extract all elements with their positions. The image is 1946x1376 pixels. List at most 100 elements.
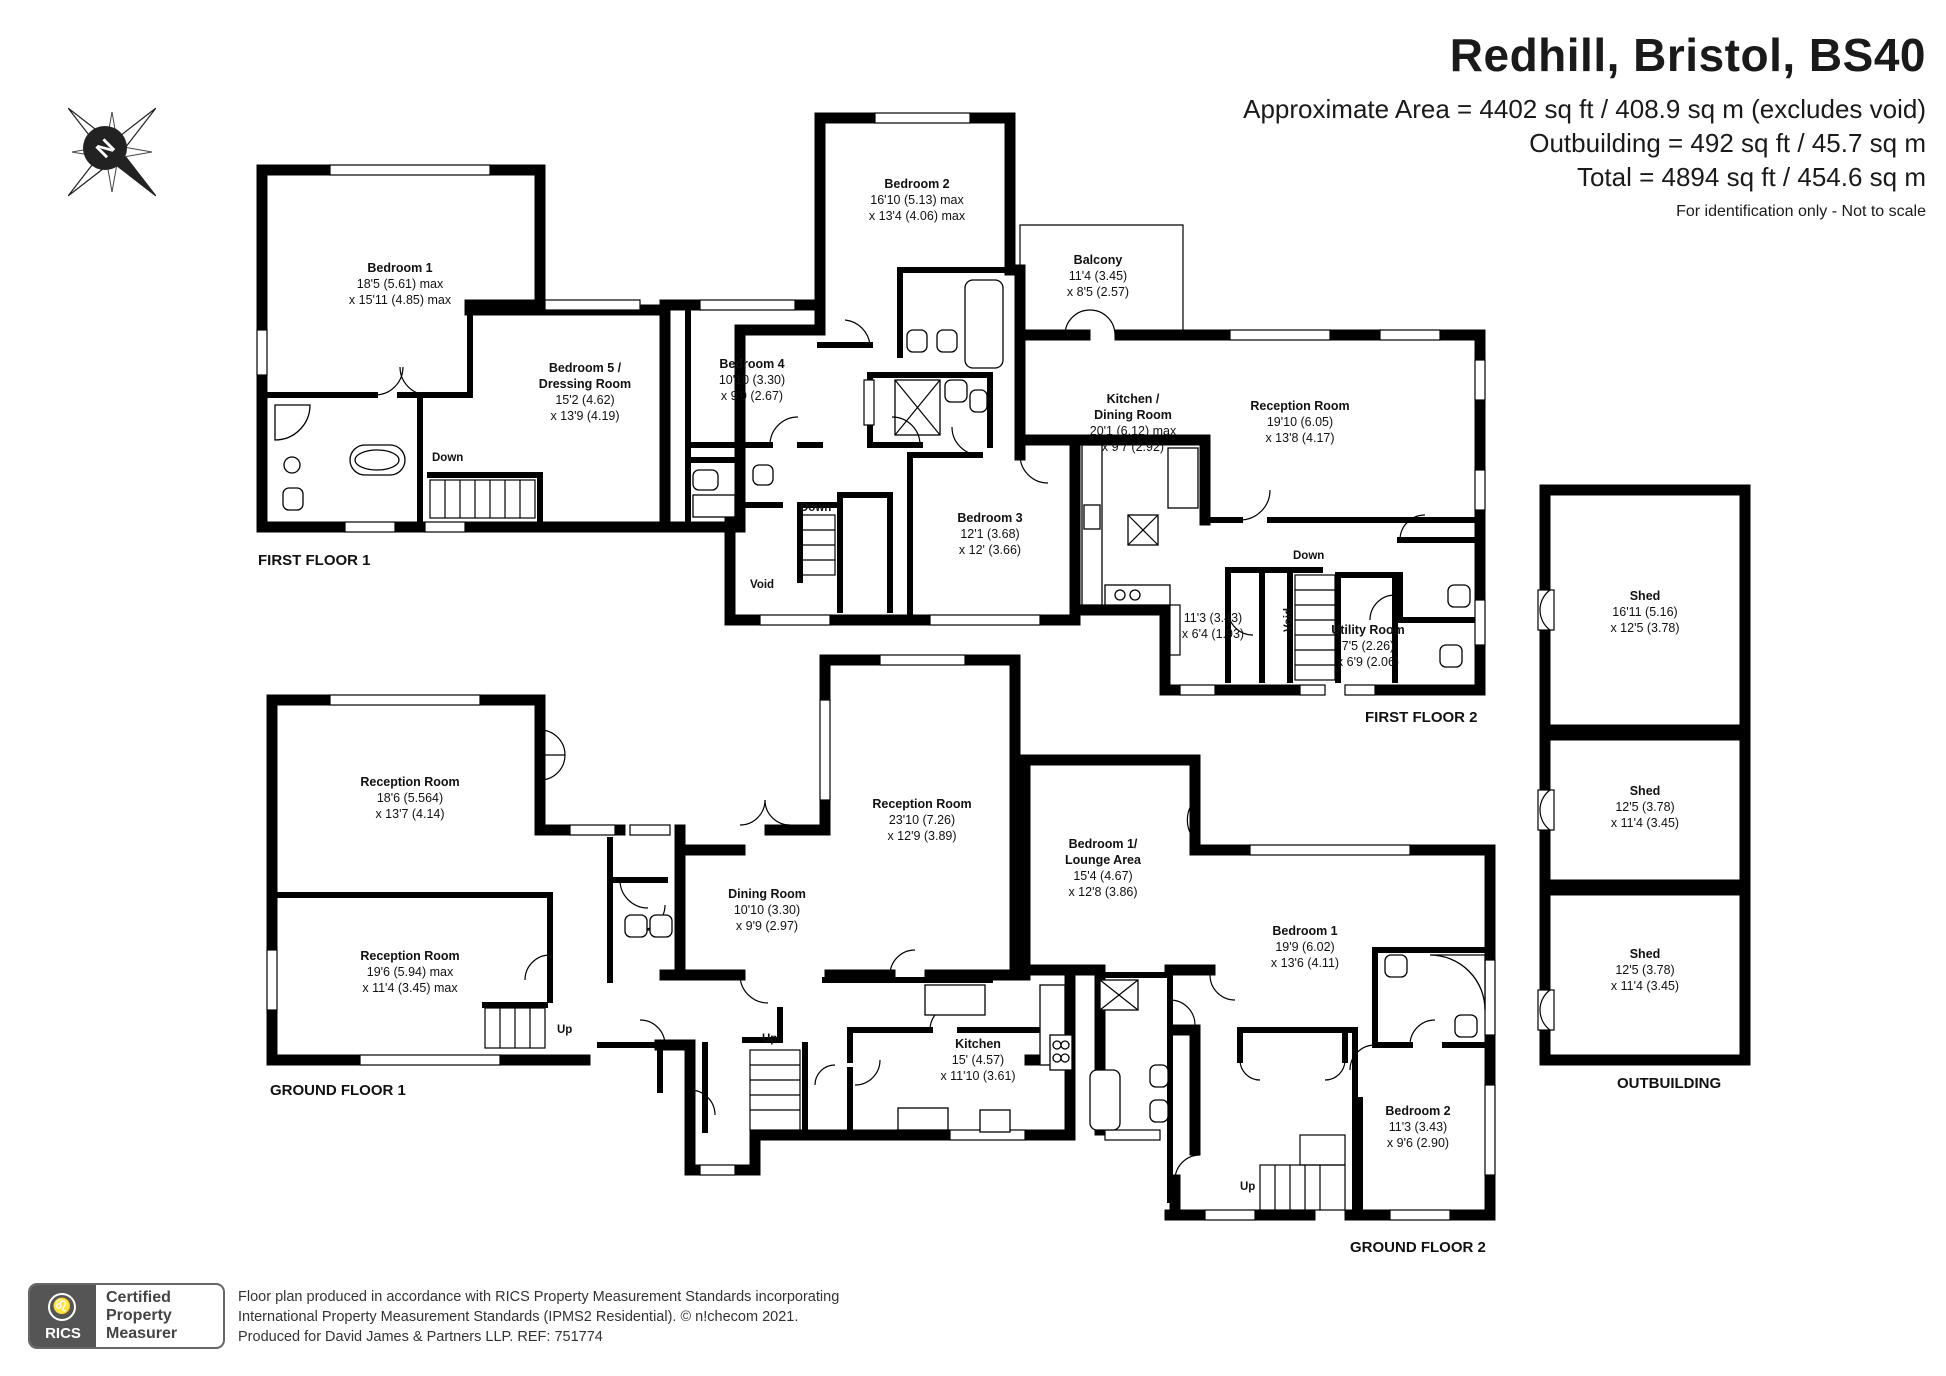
dim-gf1-kitchen-b: x 11'10 (3.61) [940,1069,1015,1083]
dim-gf2-bedroom2-b: x 9'6 (2.90) [1387,1136,1449,1150]
ground-floor-1-walls [266,654,1076,1176]
label-ff2-reception: Reception Room [1250,399,1349,413]
dim-ff1-bedroom1-b: x 15'11 (4.85) max [349,293,452,307]
dim-shed2-a: 12'5 (3.78) [1615,800,1674,814]
dim-shed2-b: x 11'4 (3.45) [1611,816,1679,830]
label-gf2-lounge-b: Lounge Area [1065,853,1142,867]
label-shed3: Shed [1630,947,1661,961]
dim-gf2-lounge-b: x 12'8 (3.86) [1068,885,1137,899]
label-ff1-bedroom2: Bedroom 2 [884,177,949,191]
dim-ff2-reception-b: x 13'8 (4.17) [1265,431,1334,445]
lion-icon: ♌ [48,1293,76,1321]
rics-badge: ♌ RICS [30,1285,96,1347]
ground-floor-2-windows [1104,844,1496,1221]
identification-note: For identification only - Not to scale [1676,203,1926,220]
label-gf1-reception1: Reception Room [360,775,459,789]
property-title: Redhill, Bristol, BS40 [1449,29,1926,81]
up-label-gf1-hall: Up [762,1033,777,1045]
label-ff1-bedroom1: Bedroom 1 [367,261,432,275]
dim-ff1-bedroom5-a: 15'2 (4.62) [555,393,614,407]
floor-label-outbuilding: OUTBUILDING [1617,1075,1721,1092]
label-gf1-reception3: Reception Room [872,797,971,811]
dim-ff1-bedroom2-b: x 13'4 (4.06) max [869,209,966,223]
up-label-gf2: Up [1240,1181,1255,1193]
ground-floor-1-windows [266,654,1026,1176]
dim-gf2-bedroom1-b: x 13'6 (4.11) [1271,956,1339,970]
dim-ff2-small-b: x 6'4 (1.93) [1182,627,1244,641]
dim-shed3-a: 12'5 (3.78) [1615,963,1674,977]
disclaimer: Floor plan produced in accordance with R… [238,1287,839,1347]
void-label-ff2: Void [1283,608,1295,632]
floor-label-first-2: FIRST FLOOR 2 [1365,709,1478,726]
certified-text: Certified Property Measurer [106,1289,177,1343]
label-gf2-lounge-a: Bedroom 1/ [1069,837,1138,851]
dim-gf1-dining-a: 10'10 (3.30) [734,903,800,917]
dim-ff1-bedroom3-a: 12'1 (3.68) [960,527,1019,541]
label-gf2-bedroom2: Bedroom 2 [1385,1104,1450,1118]
dim-gf1-reception2-a: 19'6 (5.94) max [367,965,454,979]
dim-shed1-b: x 12'5 (3.78) [1610,621,1679,635]
small-labels: Down Down Void Down Void Up Up Up [432,452,1324,1193]
dim-ff1-bedroom5-b: x 13'9 (4.19) [550,409,619,423]
label-ff1-bedroom5-b: Dressing Room [539,377,631,391]
cert-line-1: Certified [106,1289,171,1306]
first-floor-1-fixtures [274,279,1049,576]
dim-gf2-lounge-a: 15'4 (4.67) [1073,869,1132,883]
label-ff1-bedroom5-a: Bedroom 5 / [549,361,622,375]
ground-floor-2-fixtures [1089,799,1486,1211]
disclaimer-line-1: Floor plan produced in accordance with R… [238,1289,840,1305]
dim-ff2-balcony-a: 11'4 (3.45) [1069,269,1127,283]
rics-text: RICS [45,1325,81,1342]
first-floor-2-walls [1014,224,1486,696]
disclaimer-line-2: International Property Measurement Stand… [238,1309,799,1325]
label-gf1-dining: Dining Room [728,887,806,901]
dim-gf2-bedroom1-a: 19'9 (6.02) [1275,940,1334,954]
rics-certified-logo: ♌ RICS Certified Property Measurer [28,1283,225,1349]
dim-ff1-bedroom1-a: 18'5 (5.61) max [357,277,444,291]
dim-ff2-kitchen-b: x 9'7 (2.92) [1102,440,1164,454]
label-ff2-kitchen-b: Dining Room [1094,408,1172,422]
label-shed1: Shed [1630,589,1661,603]
outbuilding-walls [1537,484,1751,1066]
dim-ff1-bedroom4-b: x 9'9 (2.67) [721,389,783,403]
cert-line-2: Property [106,1307,172,1324]
down-label-ff2: Down [1293,550,1324,562]
dim-ff1-bedroom2-a: 16'10 (5.13) max [870,193,964,207]
dim-shed1-a: 16'11 (5.16) [1612,605,1677,619]
room-labels: Bedroom 1 18'5 (5.61) max x 15'11 (4.85)… [349,177,1680,1150]
up-label-gf1: Up [557,1024,572,1036]
dim-gf1-kitchen-a: 15' (4.57) [952,1053,1004,1067]
first-floor-1-windows [256,112,1041,626]
label-shed2: Shed [1630,784,1661,798]
first-floor-2-windows [1169,329,1486,696]
dim-ff2-small-a: 11'3 (3.43) [1184,611,1242,625]
dim-gf1-reception2-b: x 11'4 (3.45) max [362,981,458,995]
first-floor-2-fixtures [1064,309,1471,681]
label-gf2-bedroom1: Bedroom 1 [1272,924,1337,938]
dim-ff2-balcony-b: x 8'5 (2.57) [1067,285,1129,299]
cert-line-3: Measurer [106,1325,178,1342]
dim-gf1-reception3-b: x 12'9 (3.89) [887,829,956,843]
label-ff1-bedroom3: Bedroom 3 [957,511,1022,525]
disclaimer-line-3: Produced for David James & Partners LLP.… [238,1329,603,1345]
dim-ff1-bedroom4-a: 10'10 (3.30) [719,373,785,387]
compass-icon: N [67,107,157,197]
floor-labels: FIRST FLOOR 1 FIRST FLOOR 2 GROUND FLOOR… [258,552,1721,1256]
dim-ff2-reception-a: 19'10 (6.05) [1267,415,1333,429]
dim-gf1-reception1-a: 18'6 (5.564) [377,791,443,805]
ground-floor-1-fixtures [484,729,1073,1133]
dim-gf1-reception1-b: x 13'7 (4.14) [375,807,444,821]
total-area: Total = 4894 sq ft / 454.6 sq m [1576,162,1926,192]
outbuilding-area: Outbuilding = 492 sq ft / 45.7 sq m [1529,128,1926,158]
dim-ff2-kitchen-a: 20'1 (6.12) max [1090,424,1177,438]
down-label-ff1: Down [432,452,463,464]
label-ff2-kitchen-a: Kitchen / [1107,392,1160,406]
label-gf1-reception2: Reception Room [360,949,459,963]
void-label-ff1: Void [750,579,774,591]
dim-shed3-b: x 11'4 (3.45) [1611,979,1679,993]
dim-ff2-utility-a: 7'5 (2.26) [1342,639,1394,653]
floor-label-ground-2: GROUND FLOOR 2 [1350,1239,1486,1256]
approximate-area: Approximate Area = 4402 sq ft / 408.9 sq… [1243,94,1926,124]
label-gf1-kitchen: Kitchen [955,1037,1001,1051]
